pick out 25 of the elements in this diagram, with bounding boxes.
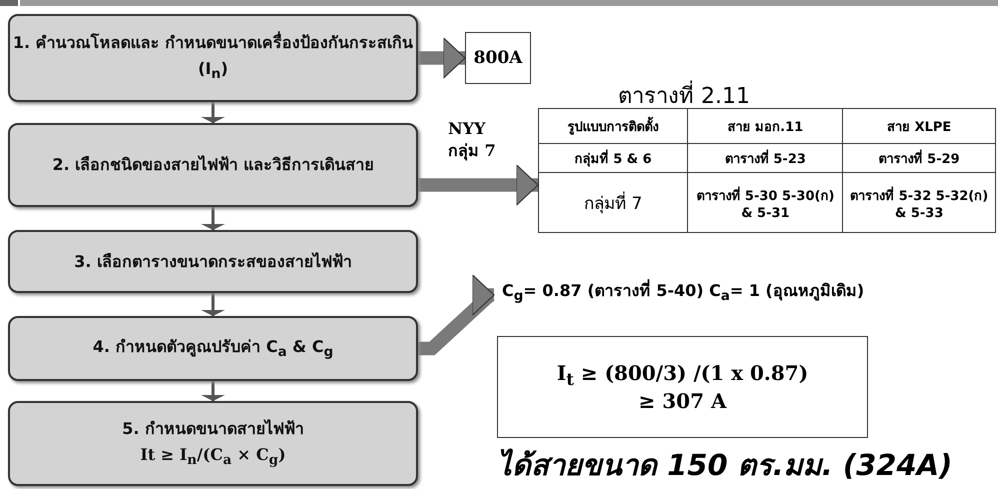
process-box: 4. กำหนดตัวคูณปรับค่า C$_{a}$ & C$_{g}$ [8, 316, 418, 381]
table-cell: กลุ่มที่ 7 [538, 172, 688, 232]
table-cell: รูปแบบการติดตั้ง [538, 108, 688, 144]
table-cell: ตารางที่ 5-29 [842, 144, 996, 172]
table-cell: ตารางที่ 5-23 [688, 144, 843, 172]
table-cell: ตารางที่ 5-30 5-30(ก) & 5-31 [688, 172, 843, 232]
arrow [418, 274, 497, 356]
arrow [201, 102, 225, 123]
formula-box: I$_{t}$ ≥ (800/3) /(1 x 0.87) ≥ 307 A [497, 336, 868, 438]
result-note: ได้สายขนาด 150 ตร.มม. (324A) [497, 447, 952, 484]
arrow [201, 207, 225, 230]
arrow [201, 293, 225, 316]
table-cell: กลุ่มที่ 5 & 6 [538, 144, 688, 172]
table-cell: สาย มอก.11 [688, 108, 843, 144]
process-box: 5. กำหนดขนาดสายไฟฟ้า It ≥ I$_{n}$/(C$_{a}$ × C$_{g}$) [8, 401, 418, 486]
table-cell: ตารางที่ 5-32 5-32(ก) & 5-33 [842, 172, 996, 232]
arrow [418, 164, 539, 206]
table-cell: สาย XLPE [842, 108, 996, 144]
note-text: C$_{g}$= 0.87 (ตารางที่ 5-40) C$_{a}$= 1 (อุณหภูมิเดิม) [494, 278, 894, 312]
arrow [201, 381, 225, 401]
value-box: 800A [465, 32, 531, 84]
arrow [418, 37, 466, 79]
process-box: 2. เลือกชนิดของสายไฟฟ้า และวิธีการเดินสาย [8, 123, 418, 207]
process-box: 3. เลือกตารางขนาดกระสของสายไฟฟ้า [8, 230, 418, 293]
process-box: 1. คำนวณโหลดและ กำหนดขนาดเครื่องป้องกันกระสเกิน (I$_{n}$) [8, 14, 418, 102]
